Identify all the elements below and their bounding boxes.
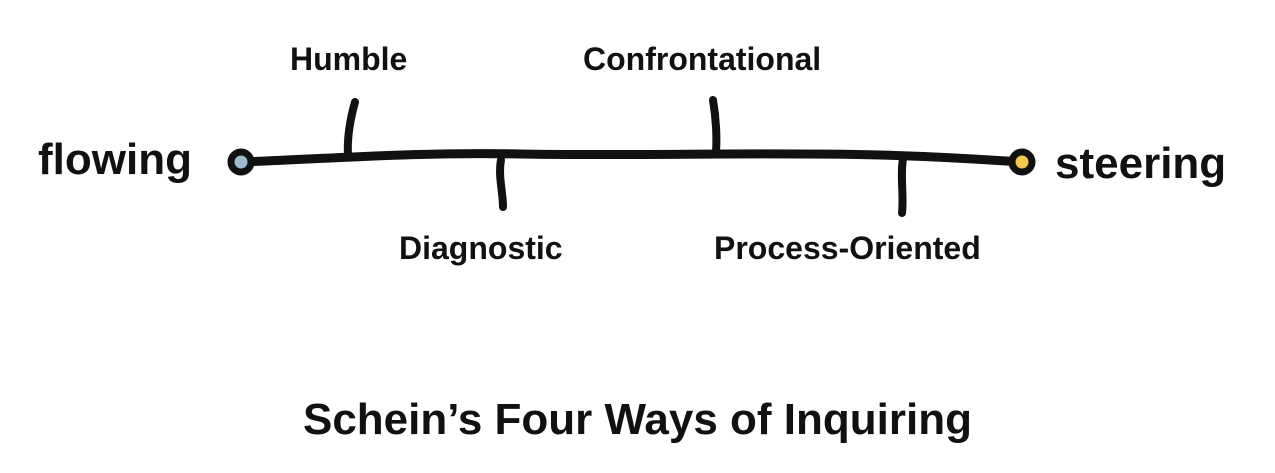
- way-label-confrontational: Confrontational: [583, 41, 822, 77]
- left-endpoint-circle: [227, 148, 255, 176]
- tick-humble: [343, 98, 359, 159]
- left-end-label: flowing: [38, 135, 192, 184]
- right-endpoint-circle: [1008, 148, 1036, 176]
- spectrum-line: [236, 149, 1027, 167]
- way-label-process-oriented: Process-Oriented: [714, 230, 981, 266]
- tick-process-oriented: [897, 155, 907, 217]
- tick-confrontational: [709, 96, 721, 157]
- diagram-title: Schein’s Four Ways of Inquiring: [302, 395, 972, 444]
- way-label-humble: Humble: [290, 41, 408, 77]
- tick-diagnostic: [496, 156, 507, 211]
- way-label-diagnostic: Diagnostic: [399, 230, 563, 266]
- right-end-label: steering: [1055, 139, 1227, 188]
